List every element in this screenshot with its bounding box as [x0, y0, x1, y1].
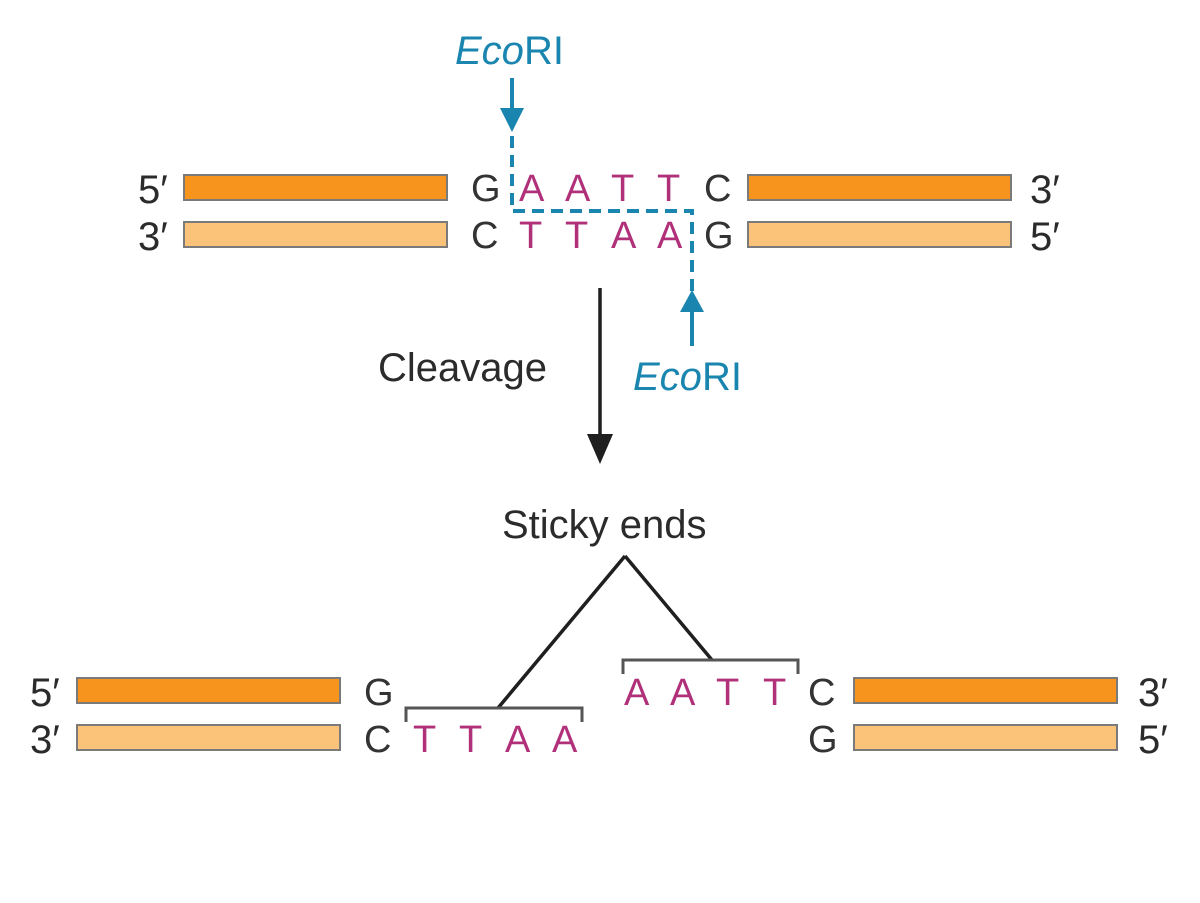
dna-top-duplex: 5′ G A A T T C 3′ 3′ C T T A A G 5′ — [138, 168, 1060, 259]
right-fragment-bottom-base: G — [808, 719, 838, 761]
sticky-ends-pointer — [496, 554, 714, 710]
top-strand-base: T — [657, 168, 680, 210]
left-fragment-bottom-base: C — [364, 719, 391, 761]
left-fragment-bottom-segment — [76, 724, 341, 751]
right-fragment-top-base: A — [624, 672, 650, 714]
top-strand-left-segment — [183, 174, 448, 201]
bottom-strand-base: C — [471, 215, 498, 257]
enzyme-label-top: EcoRI — [455, 29, 564, 73]
bottom-strand-base: G — [704, 215, 734, 257]
right-fragment-3prime-label: 3′ — [1138, 671, 1168, 715]
right-fragment-bottom-segment — [853, 724, 1118, 751]
dna-fragment-right: A A T T C 3′ G 5′ — [621, 658, 1168, 762]
left-fragment-3prime-label: 3′ — [30, 718, 60, 762]
bottom-strand-base: T — [565, 215, 588, 257]
left-sticky-end-bracket — [404, 706, 584, 722]
enzyme-label-bottom: EcoRI — [633, 355, 742, 399]
bottom-strand-left-segment — [183, 221, 448, 248]
bottom-strand-base: A — [611, 215, 637, 257]
top-strand-base: C — [704, 168, 731, 210]
right-fragment-top-base: T — [716, 672, 739, 714]
dna-fragment-left: 5′ G 3′ C T T A A — [30, 671, 584, 762]
top-strand-3prime-label: 3′ — [1030, 168, 1060, 212]
left-fragment-bottom-base: T — [459, 719, 482, 761]
right-fragment-5prime-label: 5′ — [1138, 718, 1168, 762]
left-fragment-bottom-base: A — [552, 719, 578, 761]
left-fragment-bottom-base: T — [413, 719, 436, 761]
bottom-strand-5prime-label: 5′ — [1030, 215, 1060, 259]
bottom-strand-base: T — [519, 215, 542, 257]
cleavage-arrow — [587, 288, 613, 464]
bottom-strand-base: A — [657, 215, 683, 257]
top-strand-base: A — [565, 168, 591, 210]
sticky-ends-label: Sticky ends — [502, 503, 707, 547]
left-fragment-5prime-label: 5′ — [30, 671, 60, 715]
enzyme-arrow-bottom — [680, 290, 704, 346]
top-strand-right-segment — [747, 174, 1012, 201]
top-strand-base: G — [471, 168, 501, 210]
top-strand-base: T — [611, 168, 634, 210]
right-sticky-end-bracket — [621, 658, 800, 674]
cleavage-label: Cleavage — [378, 346, 547, 390]
top-strand-base: A — [519, 168, 545, 210]
bottom-strand-3prime-label: 3′ — [138, 215, 168, 259]
right-fragment-top-base: C — [808, 672, 835, 714]
left-fragment-top-base: G — [364, 672, 394, 714]
right-fragment-top-segment — [853, 677, 1118, 704]
right-fragment-top-base: A — [670, 672, 696, 714]
top-strand-5prime-label: 5′ — [138, 168, 168, 212]
enzyme-arrow-top — [500, 78, 524, 132]
cleavage-cut-line — [510, 136, 694, 292]
right-fragment-top-base: T — [763, 672, 786, 714]
left-fragment-top-segment — [76, 677, 341, 704]
bottom-strand-right-segment — [747, 221, 1012, 248]
left-fragment-bottom-base: A — [505, 719, 531, 761]
